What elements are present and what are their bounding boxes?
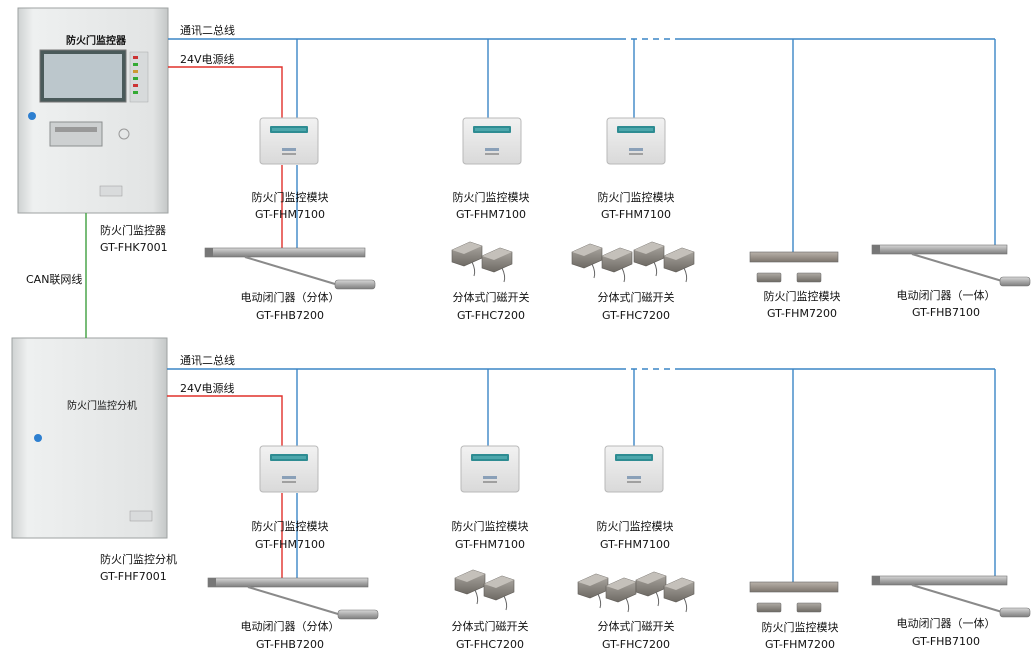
row1-module-3-name: 防火门监控模块 [597, 191, 675, 204]
row1-wiring [168, 38, 996, 252]
master-cabinet [17, 7, 169, 214]
row2-module-1-name: 防火门监控模块 [251, 520, 329, 533]
row2-device-4-model: GT-FHM7200 [765, 638, 835, 651]
row2-integrated-closer [871, 575, 1031, 618]
row2-module-2-name: 防火门监控模块 [451, 520, 529, 533]
row1-device-4-model: GT-FHM7200 [767, 307, 837, 320]
row1-device-1-model: GT-FHB7200 [256, 309, 324, 322]
row1-magnet-switch-1 [451, 241, 513, 283]
row2-magnet-switch-1 [454, 569, 515, 611]
row1-module-1 [259, 117, 319, 165]
row2-module-3-model: GT-FHM7100 [600, 538, 670, 551]
row2-module-1-model: GT-FHM7100 [255, 538, 325, 551]
row1-module-2-name: 防火门监控模块 [452, 191, 530, 204]
row2-power-label: 24V电源线 [180, 382, 235, 395]
row2-device-4-name: 防火门监控模块 [761, 621, 839, 634]
row1-device-5-name: 电动闭门器（一体） [896, 289, 996, 302]
row2-magnet-switch-2 [577, 571, 695, 613]
row2-device-2-name: 分体式门磁开关 [451, 620, 529, 633]
row2-split-closer [207, 577, 379, 620]
row2-device-2-model: GT-FHC7200 [455, 638, 525, 651]
row1-device-5-model: GT-FHB7100 [912, 306, 980, 319]
row1-module-1-name: 防火门监控模块 [251, 191, 329, 204]
row2-device-5-model: GT-FHB7100 [912, 635, 980, 648]
row2-wiring [167, 368, 996, 582]
row2-module-3-name: 防火门监控模块 [596, 520, 674, 533]
row1-module-3-model: GT-FHM7100 [601, 208, 671, 221]
master-model: GT-FHK7001 [100, 241, 168, 254]
row1-module-2-model: GT-FHM7100 [456, 208, 526, 221]
row2-module-3 [604, 445, 664, 493]
master-name: 防火门监控器 [100, 224, 166, 237]
master-panel-title: 防火门监控器 [66, 36, 126, 47]
row2-module-2-model: GT-FHM7100 [455, 538, 525, 551]
slave-panel-title: 防火门监控分机 [67, 401, 137, 412]
can-line-label: CAN联网线 [26, 273, 83, 286]
slave-cabinet [11, 337, 168, 539]
row2-device-1-model: GT-FHB7200 [256, 638, 324, 651]
row2-device-5-name: 电动闭门器（一体） [896, 617, 996, 630]
row1-device-1-name: 电动闭门器（分体） [240, 291, 340, 304]
row2-module-1 [259, 445, 319, 493]
row1-split-closer [204, 247, 376, 290]
row1-device-4-name: 防火门监控模块 [763, 290, 841, 303]
row1-device-2-name: 分体式门磁开关 [452, 291, 530, 304]
row1-integrated-closer [871, 244, 1031, 287]
row1-device-3-name: 分体式门磁开关 [597, 291, 675, 304]
slave-model: GT-FHF7001 [100, 570, 167, 583]
row2-bus-label: 通讯二总线 [180, 354, 235, 367]
row2-module-2 [460, 445, 520, 493]
row2-device-1-name: 电动闭门器（分体） [240, 620, 340, 633]
row1-bus-label: 通讯二总线 [180, 24, 235, 37]
row1-device-3-model: GT-FHC7200 [601, 309, 671, 322]
row1-module-3 [606, 117, 666, 165]
row2-device-3-model: GT-FHC7200 [601, 638, 671, 651]
row2-fhm7200 [749, 581, 839, 613]
row1-power-label: 24V电源线 [180, 53, 235, 66]
row1-module-2 [462, 117, 522, 165]
row2-device-3-name: 分体式门磁开关 [597, 620, 675, 633]
row1-magnet-switch-2 [571, 241, 695, 283]
slave-name: 防火门监控分机 [100, 553, 177, 566]
row1-device-2-model: GT-FHC7200 [456, 309, 526, 322]
row1-fhm7200 [749, 251, 839, 283]
row1-module-1-model: GT-FHM7100 [255, 208, 325, 221]
